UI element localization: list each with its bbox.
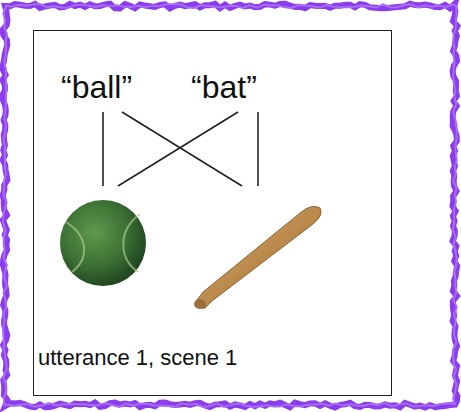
- word-label: “bat”: [191, 71, 257, 103]
- scene-caption: utterance 1, scene 1: [38, 347, 237, 369]
- link-line: [257, 112, 259, 186]
- link-line: [122, 112, 242, 186]
- link-line: [118, 112, 238, 186]
- ball-seam: [123, 214, 140, 272]
- scene-box: utterance 1, scene 1 “ball” “bat”: [33, 30, 392, 396]
- frame-stroke: [3, 4, 457, 407]
- word-label: “ball”: [61, 71, 132, 103]
- bat-body: [197, 206, 321, 308]
- bat-knob: [194, 299, 206, 309]
- link-lines: [103, 112, 258, 186]
- frame-stroke: [3, 4, 458, 408]
- ball-body: [60, 200, 146, 286]
- link-line: [102, 112, 104, 186]
- purple-frame: [3, 4, 458, 408]
- box-ground: [33, 30, 392, 396]
- tennis-ball: [60, 200, 146, 286]
- ball-seam: [66, 222, 84, 272]
- baseball-bat: [194, 206, 321, 309]
